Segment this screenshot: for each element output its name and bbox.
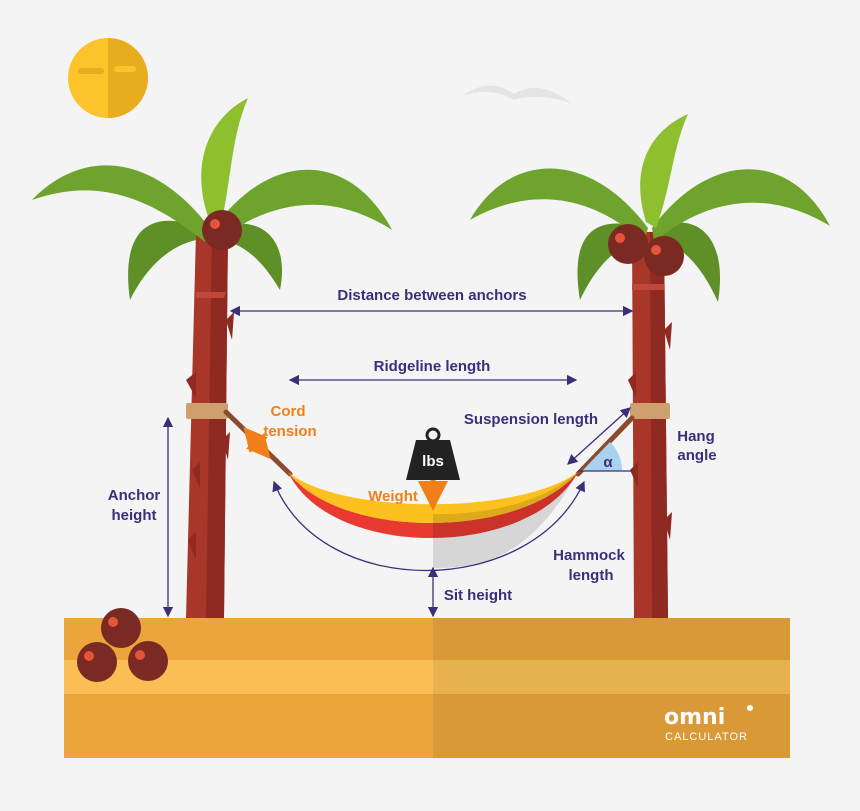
left-palm-tree-icon bbox=[32, 98, 392, 618]
weight-unit-label: lbs bbox=[422, 453, 444, 470]
cord-tension-label-line1: Cord bbox=[271, 403, 306, 420]
weight-icon bbox=[406, 427, 460, 480]
sun-icon bbox=[68, 38, 148, 118]
sit-height-label: Sit height bbox=[444, 587, 512, 604]
distance-between-anchors-label: Distance between anchors bbox=[337, 287, 526, 304]
anchor-height-label-line2: height bbox=[112, 507, 157, 524]
brand-name: omni bbox=[664, 705, 725, 730]
brand-subtitle: CALCULATOR bbox=[665, 731, 748, 743]
right-palm-tree-icon bbox=[470, 114, 830, 618]
weight-label: Weight bbox=[368, 488, 418, 505]
hammock-length-label-line1: Hammock bbox=[553, 547, 625, 564]
bird-icon bbox=[462, 85, 572, 104]
hammock-length-label-line2: length bbox=[569, 567, 614, 584]
angle-icon bbox=[578, 442, 632, 472]
ridgeline-length-label: Ridgeline length bbox=[374, 358, 491, 375]
sand-ground bbox=[64, 618, 790, 758]
right-strap bbox=[630, 403, 670, 419]
coconut-icon bbox=[77, 608, 168, 682]
suspension-length-arrow bbox=[567, 407, 631, 465]
angle-symbol: α bbox=[603, 454, 613, 471]
suspension-length-label: Suspension length bbox=[464, 411, 598, 428]
omni-logo-icon: omni CALCULATOR bbox=[664, 705, 753, 743]
cord-tension-arrow bbox=[243, 426, 271, 460]
hang-angle-label-line2: angle bbox=[677, 447, 716, 464]
anchor-height-label-line1: Anchor bbox=[108, 487, 161, 504]
hammock bbox=[288, 472, 578, 568]
cord-tension-label-line2: tension bbox=[263, 423, 316, 440]
left-strap bbox=[186, 403, 228, 419]
hammock-length-arrow bbox=[272, 480, 585, 572]
hang-angle-label-line1: Hang bbox=[677, 428, 715, 445]
